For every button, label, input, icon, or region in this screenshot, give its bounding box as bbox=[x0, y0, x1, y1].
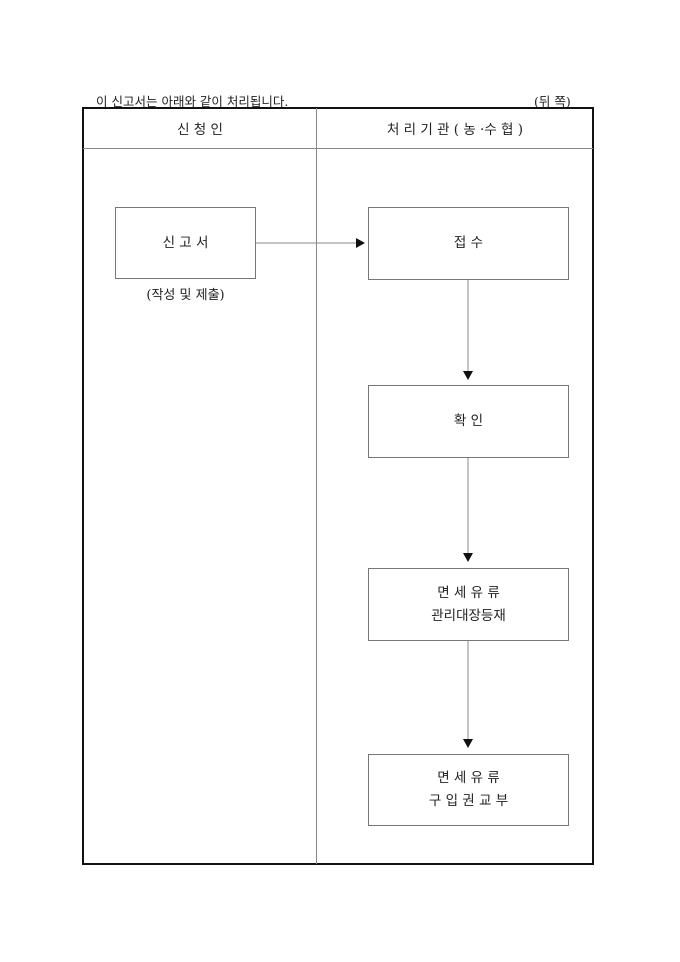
column-divider bbox=[316, 108, 317, 864]
step-issue-line1: 면 세 유 류 bbox=[437, 770, 500, 786]
step-issue-box: 면 세 유 류 구 입 권 교 부 bbox=[368, 754, 569, 826]
arrowhead-step3 bbox=[463, 553, 473, 562]
header-divider bbox=[83, 148, 593, 149]
step-receipt-label: 접 수 bbox=[453, 235, 484, 251]
column-header-applicant: 신 청 인 bbox=[177, 122, 223, 138]
page-side-label: (뒤 쪽) bbox=[534, 94, 571, 109]
applicant-box-label: 신 고 서 bbox=[162, 234, 209, 251]
applicant-box-caption: (작성 및 제출) bbox=[146, 288, 225, 303]
step-register-line1: 면 세 유 류 bbox=[437, 584, 500, 601]
header-note: 이 신고서는 아래와 같이 처리됩니다. bbox=[96, 94, 289, 109]
step-register-box: 면 세 유 류 관리대장등재 bbox=[368, 568, 569, 641]
arrowhead-submit bbox=[356, 238, 365, 248]
step-register-line2: 관리대장등재 bbox=[431, 607, 506, 624]
step-verify-box: 확 인 bbox=[368, 385, 569, 458]
arrowhead-step4 bbox=[463, 739, 473, 748]
column-header-processor: 처 리 기 관 ( 농 ·수 협 ) bbox=[386, 122, 524, 138]
process-frame bbox=[82, 107, 594, 865]
step-receipt-box: 접 수 bbox=[368, 207, 569, 280]
applicant-box: 신 고 서 bbox=[115, 207, 256, 279]
step-verify-label: 확 인 bbox=[453, 413, 484, 429]
step-issue-line2: 구 입 권 교 부 bbox=[428, 793, 509, 809]
arrowhead-step2 bbox=[463, 371, 473, 380]
